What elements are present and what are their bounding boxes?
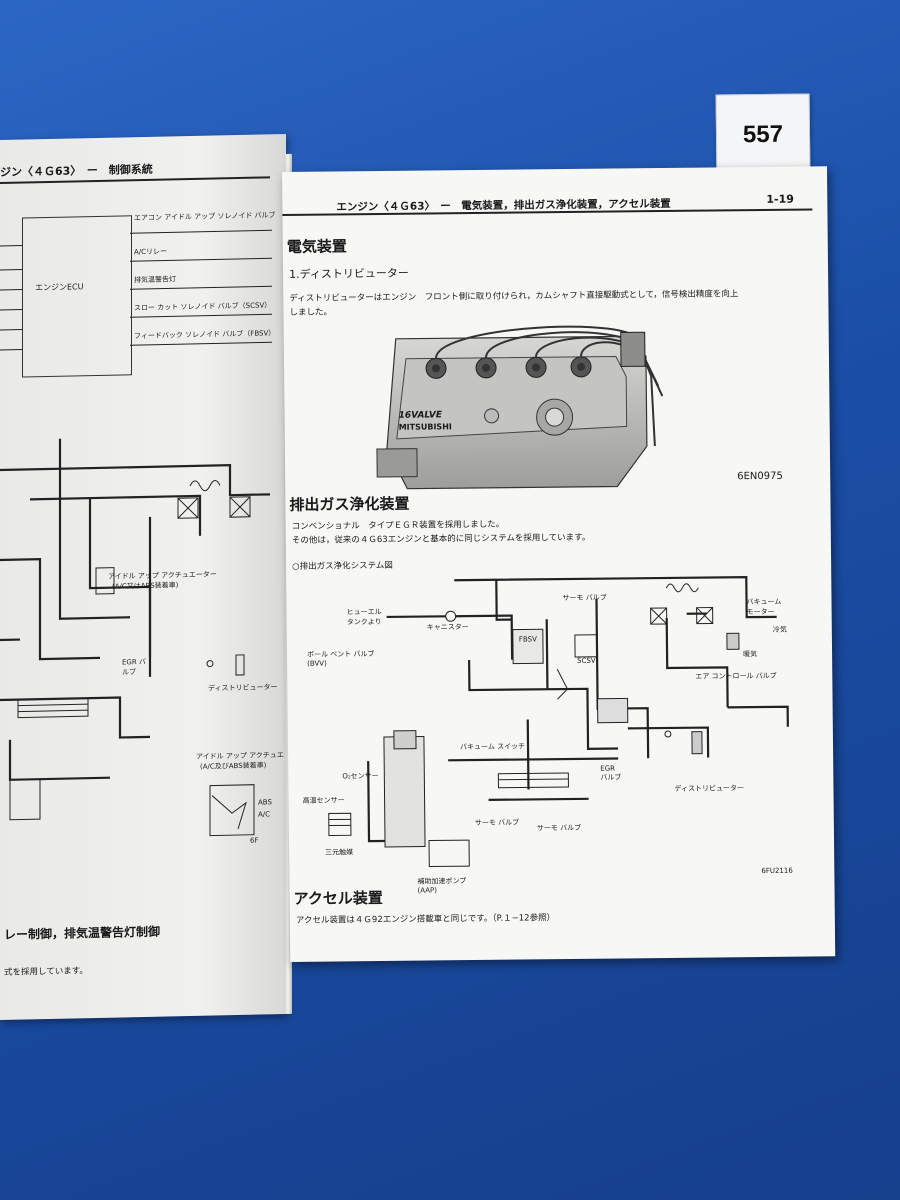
electric-figure-code: 6EN0975 [737, 470, 783, 483]
accel-title: アクセル装置 [293, 888, 383, 908]
electric-text-1: ディストリビューターはエンジン フロント側に取り付けられ，カムシャフト直接駆動式… [289, 289, 739, 304]
label-cold-air: 冷気 [772, 625, 787, 634]
label-high-temp-sensor: 高温センサー [302, 796, 345, 805]
page-number: 1-19 [766, 192, 794, 206]
label-fuel-tank: ヒューエル タンクより [346, 607, 382, 627]
emission-text-1: コンベンショナル タイプＥＧＲ装置を採用しました。 [291, 519, 505, 532]
emission-title: 排出ガス浄化装置 [289, 494, 410, 514]
left-distributor-label: ディストリビューター [208, 683, 278, 693]
emission-text-2: その他は，従来の４Ｇ63エンジンと基本的に同じシステムを採用しています。 [291, 532, 591, 546]
right-page: エンジン〈４Ｇ63〉 ー 電気装置，排出ガス浄化装置，アクセル装置 1-19 電… [282, 166, 836, 962]
label-scsv: SCSV [577, 656, 596, 665]
label-egr-valve: EGR バルブ [600, 764, 622, 782]
left-idle-actuator-sub: (A/C又はABS装着車) [112, 581, 179, 591]
label-o2-sensor: O₂センサー [342, 772, 379, 781]
tag-number: 557 [742, 120, 784, 149]
engine-marking-2: MITSUBISHI [398, 422, 452, 432]
electric-title: 電気装置 [286, 237, 347, 256]
left-abs-label: ABS [258, 798, 272, 807]
label-warm-air: 暖気 [743, 650, 758, 659]
index-tag: 557 [715, 93, 811, 175]
emission-system-diagram [328, 576, 789, 868]
left-section-heading: レー制御，排気温警告灯制御 [4, 924, 161, 942]
electric-text-2: しました。 [289, 307, 333, 318]
label-air-control-valve: エア コントロール バルブ [695, 671, 777, 681]
accel-text: アクセル装置は４Ｇ92エンジン搭載車と同じです。（P.１−12参照） [295, 913, 556, 926]
label-thermo-valve-1: サーモ バルブ [474, 818, 520, 828]
left-idle-actuator2-sub: (A/C及びABS装着車) [200, 761, 267, 771]
label-thermo-valve-top: サーモ バルブ [562, 593, 607, 603]
label-vacuum-motor: バキューム モーター [746, 597, 782, 617]
label-fbsv: FBSV [518, 635, 537, 644]
label-thermo-valve-2: サーモ バルブ [536, 823, 582, 833]
left-page: ジン〈４Ｇ63〉 ー 制御系統 エンジンECU エアコン アイドル アップ ソレ… [0, 134, 305, 1020]
label-distributor: ディストリビューター [674, 784, 745, 793]
electric-subtitle: 1.ディストリビューター [289, 266, 409, 281]
engine-illustration [376, 325, 664, 490]
label-aap: 補助加速ポンプ (AAP) [417, 877, 467, 895]
engine-marking-1: 16VALVE [398, 410, 443, 421]
left-ac-label: A/C [258, 810, 271, 819]
label-catalyst: 三元触媒 [325, 848, 354, 857]
label-canister: キャニスター [426, 623, 469, 632]
label-bowl-vent-valve: ボール ベント バルブ (BVV) [307, 650, 375, 668]
emission-figure-code: 6FU2116 [761, 866, 793, 876]
left-wiring-diagram [0, 229, 272, 837]
left-figure-code: 6F [250, 836, 259, 845]
left-section-text: 式を採用しています。 [4, 966, 88, 978]
left-egr-valve-label: EGR バルブ [122, 657, 146, 677]
label-vacuum-switch: バキューム スイッチ [459, 742, 526, 752]
